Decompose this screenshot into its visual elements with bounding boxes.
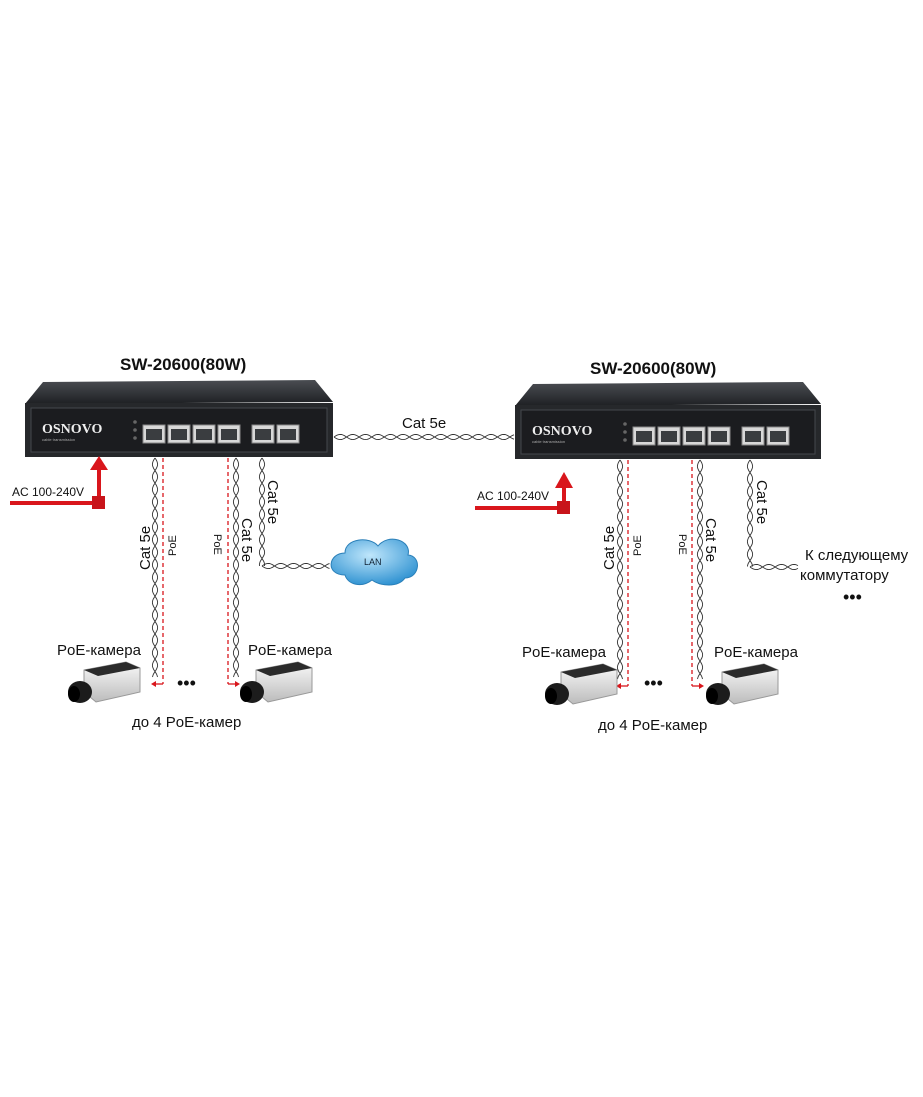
cables-layer	[151, 433, 799, 689]
ip-camera-icon	[68, 661, 141, 703]
cable-label: Cat 5e	[238, 518, 255, 562]
ip-camera-icon	[545, 663, 618, 705]
twisted-pair-cable	[333, 433, 515, 441]
switch-1: OSNOVO cable transmission	[25, 380, 333, 457]
next-switch-label-1: К следующему	[805, 547, 909, 564]
twisted-pair-cable	[616, 459, 624, 680]
power-label: AC 100-240V	[12, 485, 84, 499]
brand-logo: OSNOVO	[42, 422, 103, 437]
poe-label: PoE	[167, 535, 179, 556]
switch-1-model: SW-20600(80W)	[120, 355, 246, 374]
cameras-note: до 4 PoE-камер	[598, 717, 707, 734]
more-ellipsis: •••	[177, 673, 196, 693]
twisted-pair-cable	[261, 562, 330, 570]
led-indicator	[623, 438, 627, 442]
brand-subtitle: cable transmission	[42, 437, 75, 442]
twisted-pair-cable	[746, 459, 754, 567]
cable-label: Cat 5e	[137, 526, 154, 570]
poe-power-line	[691, 460, 704, 689]
cable-label: Cat 5e	[702, 518, 719, 562]
poe-label: PoE	[632, 535, 644, 556]
more-ellipsis: •••	[843, 587, 862, 607]
cable-label: Cat 5e	[264, 480, 281, 524]
power-plug-icon	[557, 501, 570, 514]
power-plug-icon	[92, 496, 105, 509]
more-ellipsis: •••	[644, 673, 663, 693]
brand-subtitle: cable transmission	[532, 439, 565, 444]
camera-label: PoE-камера	[522, 644, 607, 661]
twisted-pair-cable	[749, 563, 799, 571]
led-indicator	[623, 422, 627, 426]
next-switch-label-2: коммутатору	[800, 567, 889, 584]
led-indicator	[133, 436, 137, 440]
twisted-pair-cable	[232, 457, 240, 678]
poe-power-line	[616, 460, 629, 689]
camera-label: PoE-камера	[248, 642, 333, 659]
poe-label: PoE	[211, 534, 223, 555]
led-indicator	[133, 428, 137, 432]
led-indicator	[623, 430, 627, 434]
power-label: AC 100-240V	[477, 489, 549, 503]
lan-label: LAN	[364, 557, 382, 567]
ethernet-ports	[133, 420, 300, 444]
led-indicator	[133, 420, 137, 424]
poe-power-line	[227, 458, 240, 687]
cameras-note: до 4 PoE-камер	[132, 714, 241, 731]
lan-cloud: LAN	[330, 538, 418, 586]
switch-2-model: SW-20600(80W)	[590, 359, 716, 378]
switch-2: OSNOVO cable transmission	[515, 382, 821, 459]
camera-label: PoE-камера	[57, 642, 142, 659]
power-input-1: AC 100-240V	[10, 456, 108, 509]
ethernet-ports	[623, 422, 790, 446]
twisted-pair-cable	[696, 459, 704, 680]
camera-label: PoE-камера	[714, 644, 799, 661]
twisted-pair-cable	[258, 457, 266, 567]
power-input-2: AC 100-240V	[475, 472, 573, 514]
cable-label: Cat 5e	[601, 526, 618, 570]
poe-label: PoE	[676, 534, 688, 555]
poe-power-line	[151, 458, 164, 687]
cable-label: Cat 5e	[753, 480, 770, 524]
ip-camera-icon	[240, 661, 313, 703]
twisted-pair-cable	[151, 457, 159, 678]
ip-camera-icon	[706, 663, 779, 705]
uplink-cable-label: Cat 5e	[402, 415, 446, 432]
brand-logo: OSNOVO	[532, 424, 593, 439]
